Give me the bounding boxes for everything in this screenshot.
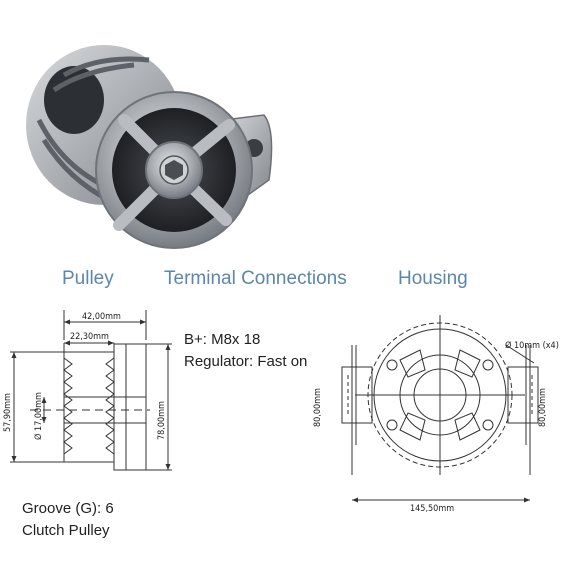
terminal-b-plus: B+: M8x 18 <box>184 331 261 348</box>
housing-left-height-label: 80,00mm <box>313 388 323 427</box>
pulley-width-groove-label: 22,30mm <box>70 332 109 342</box>
pulley-flange-dia-label: 78,00mm <box>157 401 167 440</box>
pulley-type: Clutch Pulley <box>22 522 110 539</box>
heading-pulley: Pulley <box>62 268 114 289</box>
pulley-groove: Groove (G): 6 <box>22 500 114 517</box>
alternator-photo <box>26 45 273 249</box>
pulley-outer-dia-label: 57,90mm <box>3 393 13 432</box>
housing-hole-dia-label: Ø 10mm (x4) <box>505 340 559 351</box>
heading-housing: Housing <box>398 268 468 289</box>
housing-right-height-label: 80,00mm <box>538 388 548 427</box>
pulley-bore-dia-label: Ø 17,00mm <box>33 392 44 440</box>
terminal-regulator: Regulator: Fast on <box>184 353 308 370</box>
heading-terminal-connections: Terminal Connections <box>164 268 347 289</box>
housing-width-label: 145,50mm <box>410 504 454 514</box>
pulley-width-total-label: 42,00mm <box>82 312 121 322</box>
pulley-drawing: 42,00mm 22,30mm 57,90mm Ø 17,00mm 78,00m… <box>3 310 172 471</box>
housing-drawing: Ø 10mm (x4) 80,00mm 80,00mm 145,50mm <box>313 315 559 514</box>
